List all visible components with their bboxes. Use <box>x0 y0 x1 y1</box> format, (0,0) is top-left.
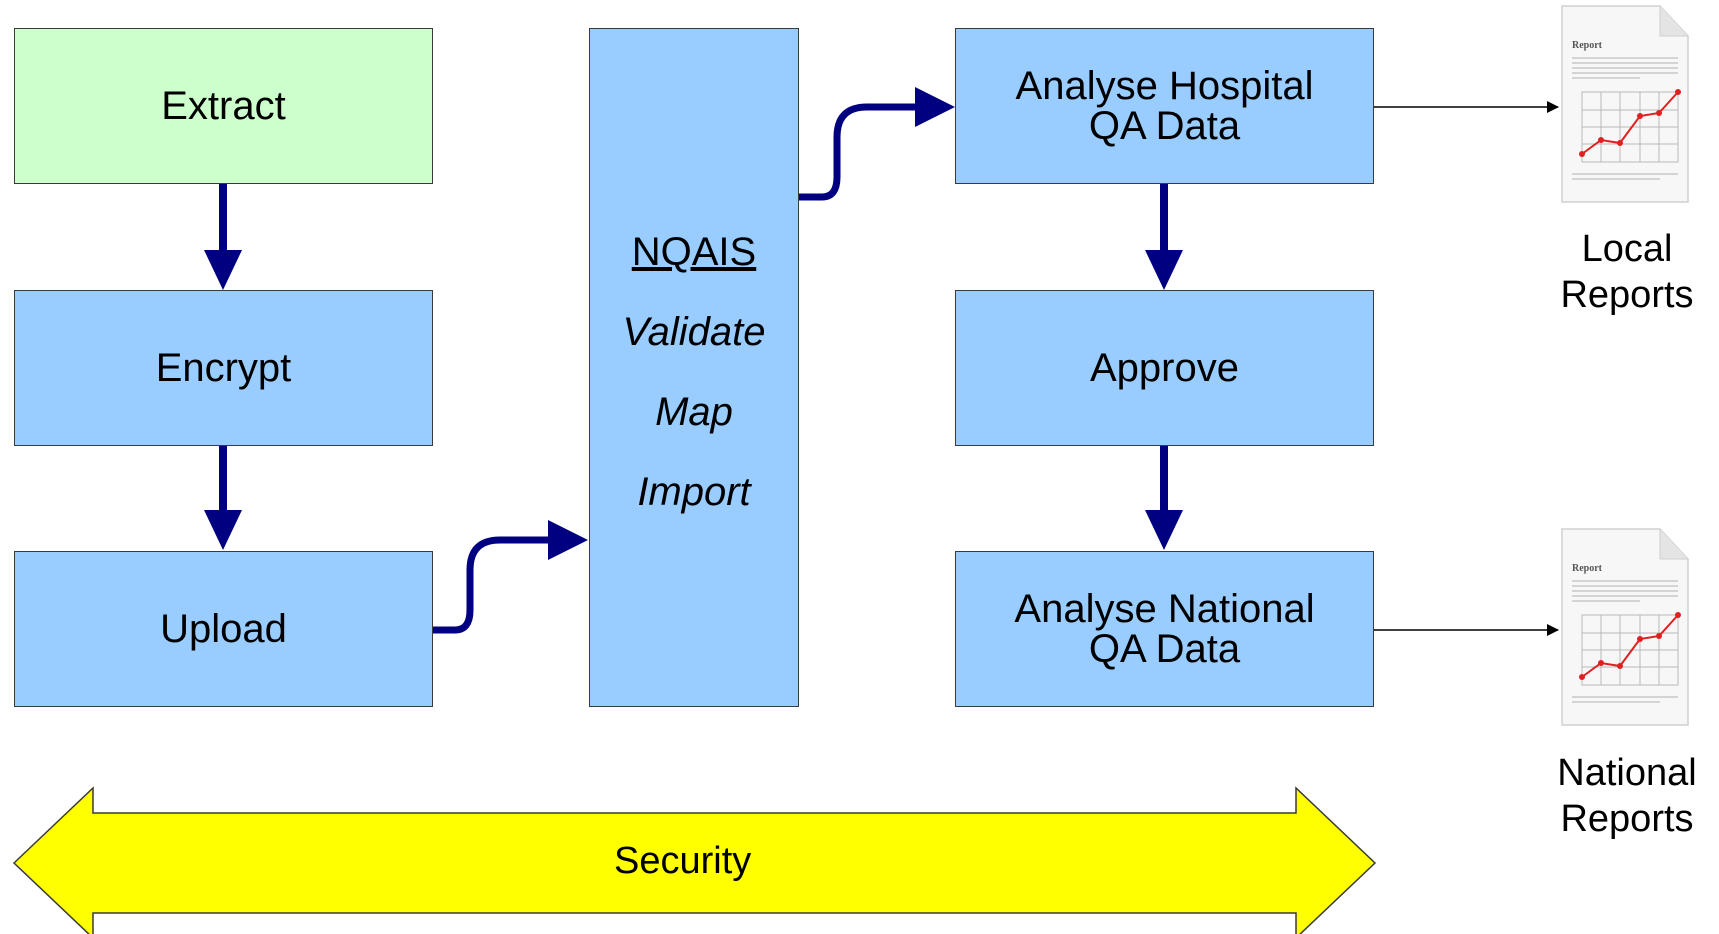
analyse-national-label-line1: Analyse National <box>1014 587 1315 631</box>
local-reports-line2: Reports <box>1560 274 1694 316</box>
security-label: Security <box>614 840 752 882</box>
arrow-analyse-hospital-to-approve <box>1145 183 1183 290</box>
local-reports-caption: Local Reports <box>1527 226 1719 318</box>
arrow-approve-to-analyse-national <box>1145 445 1183 550</box>
local-reports-line1: Local <box>1581 228 1673 270</box>
connector-nqais-to-analyse-hospital <box>793 87 955 201</box>
national-reports-caption: National Reports <box>1527 750 1719 842</box>
arrow-extract-to-encrypt <box>204 183 242 290</box>
extract-box: Extract <box>14 28 433 184</box>
extract-label: Extract <box>161 84 286 128</box>
arrow-encrypt-to-upload <box>204 445 242 550</box>
analyse-hospital-label-line1: Analyse Hospital <box>1015 64 1314 108</box>
approve-label: Approve <box>1090 346 1239 390</box>
report-heading: Report <box>1572 40 1603 51</box>
nqais-box: NQAIS Validate Map Import <box>589 28 799 707</box>
national-reports-line2: Reports <box>1560 798 1694 840</box>
analyse-hospital-box: Analyse Hospital QA Data <box>955 28 1374 184</box>
analyse-hospital-label-line2: QA Data <box>1088 104 1241 148</box>
import-label: Import <box>637 470 751 514</box>
report-document-icon: Report <box>1561 5 1689 203</box>
national-reports-line1: National <box>1557 752 1697 794</box>
analyse-national-label-line2: QA Data <box>1088 627 1241 671</box>
nqais-title: NQAIS <box>631 230 757 274</box>
security-band <box>12 786 1377 934</box>
analyse-national-box: Analyse National QA Data <box>955 551 1374 707</box>
encrypt-label: Encrypt <box>155 346 292 390</box>
report-heading: Report <box>1572 563 1603 574</box>
upload-label: Upload <box>160 607 287 651</box>
upload-box: Upload <box>14 551 433 707</box>
connector-upload-to-nqais <box>426 520 588 634</box>
approve-box: Approve <box>955 290 1374 446</box>
report-document-icon: Report <box>1561 528 1689 726</box>
map-label: Map <box>655 390 733 434</box>
validate-label: Validate <box>622 310 766 354</box>
encrypt-box: Encrypt <box>14 290 433 446</box>
